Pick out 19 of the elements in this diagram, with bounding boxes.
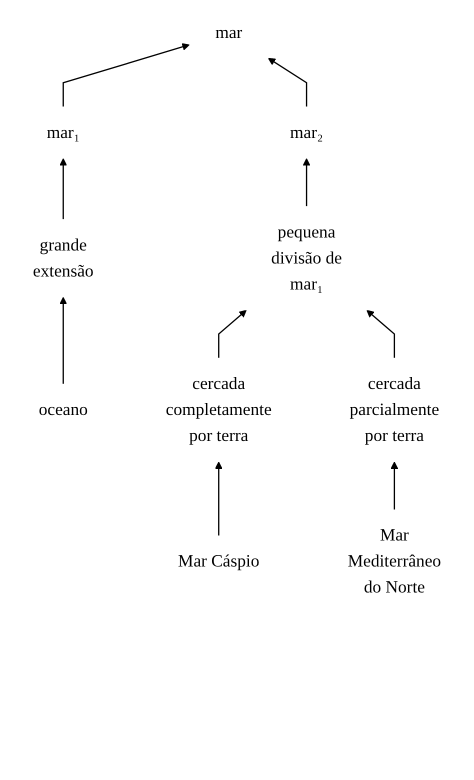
node-text: mar₁ <box>46 123 80 142</box>
node-text: mar <box>215 23 242 42</box>
arrow <box>214 462 223 536</box>
node-text: cercada completamente por terra <box>166 374 272 446</box>
node-text: pequena divisão de mar₁ <box>271 222 342 294</box>
node-text: Mar Cáspio <box>178 552 260 572</box>
arrow <box>59 296 68 384</box>
node-text: grande extensão <box>32 236 94 281</box>
arrow <box>59 158 68 220</box>
arrow <box>390 462 398 510</box>
arrow <box>268 58 308 107</box>
node-text: Mar Mediterrâneo do Norte <box>348 526 442 598</box>
arrow <box>218 310 247 358</box>
node-text: oceano <box>38 400 88 420</box>
arrow <box>62 43 190 107</box>
node-text: mar₂ <box>290 123 324 142</box>
node-text: cercada parcialmente por terra <box>350 374 440 446</box>
arrow <box>366 310 396 358</box>
arrow <box>302 158 310 206</box>
